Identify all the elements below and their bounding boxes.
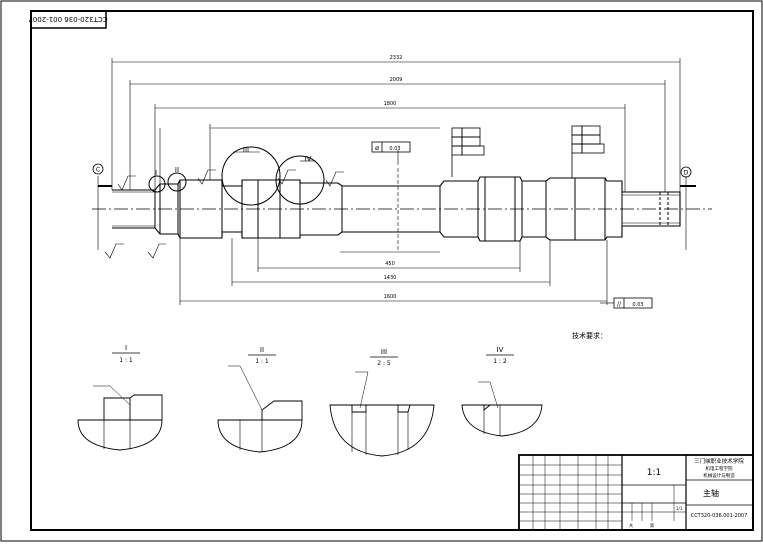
drawing-number-box: CCT320-036 001-2007 <box>28 10 108 29</box>
tolerance-frame-bottom: // 0.03 <box>600 297 653 309</box>
tolerance-stack-left <box>451 127 485 177</box>
callout-label-ii: II <box>175 166 179 174</box>
title-page: 1/1 <box>676 506 683 511</box>
detail-iv-roman: IV <box>497 346 504 354</box>
callout-circle-ii <box>167 172 187 192</box>
detail-iii-scale: 2 : 5 <box>377 360 391 367</box>
callout-circle-iii <box>221 146 281 206</box>
dim-bottom-inner: 450 <box>385 261 395 267</box>
title-total-label: 共 <box>629 522 633 528</box>
callout-label-iii: III <box>243 146 249 154</box>
tol-symbol-0: ⌀ <box>375 144 379 152</box>
title-block <box>518 454 754 531</box>
bottom-dimensions <box>179 238 608 305</box>
detail-callout-circles <box>148 146 325 206</box>
tol-value-0: 0.03 <box>389 146 400 152</box>
callout-circle-i <box>148 175 166 193</box>
datum-d: D <box>680 166 692 178</box>
tolerance-stack-right <box>571 125 605 178</box>
top-dimensions <box>111 58 681 192</box>
title-university-3: 机械设计与制造 <box>703 472 735 479</box>
drawing-frame <box>30 10 754 531</box>
title-sheet-label: 第 <box>650 522 654 528</box>
surface-finish-marks <box>104 169 344 259</box>
dim-bottom-outer: 1600 <box>384 294 397 300</box>
tol-value-2: 0.03 <box>632 302 643 308</box>
detail-iv-scale: 1 : 2 <box>493 358 507 365</box>
callout-label-iv: IV <box>305 155 312 163</box>
title-university-2: 机电工程学院 <box>706 465 733 472</box>
datum-c: C <box>92 163 104 175</box>
detail-i-roman: I <box>125 344 127 352</box>
detail-i-scale: 1 : 1 <box>119 357 133 364</box>
detail-view-ii: II 1 : 1 <box>217 346 303 453</box>
detail-view-iii: III 2 : 5 <box>329 348 435 457</box>
dim-second: 2009 <box>390 77 403 83</box>
detail-view-i: I 1 : 1 <box>77 344 163 451</box>
title-scale: 1:1 <box>647 468 661 478</box>
tolerance-frame-top: ⌀ 0.03 <box>371 141 411 153</box>
detail-ii-scale: 1 : 1 <box>255 358 269 365</box>
detail-ii-roman: II <box>260 346 264 354</box>
shaft-main-view <box>92 150 712 252</box>
drawing-number-text: CCT320-036 001-2007 <box>28 15 107 23</box>
title-part-name: 主轴 <box>703 488 719 498</box>
title-drawing-code: CCT320-036.001-2007 <box>691 513 748 519</box>
dim-bottom-mid: 1430 <box>384 275 397 281</box>
technical-requirements-label: 技术要求： <box>572 331 607 340</box>
detail-view-iv: IV 1 : 2 <box>461 346 543 437</box>
dim-third: 1800 <box>384 101 397 107</box>
datum-d-label: D <box>684 170 689 177</box>
dim-overall: 2332 <box>390 55 403 61</box>
tol-symbol-2: // <box>617 301 622 308</box>
detail-iii-roman: III <box>381 348 387 356</box>
callout-circle-iv <box>275 155 325 205</box>
callout-label-i: I <box>155 169 157 177</box>
title-university-1: 三门峡职业技术学院 <box>694 457 744 465</box>
datum-c-label: C <box>96 167 100 174</box>
